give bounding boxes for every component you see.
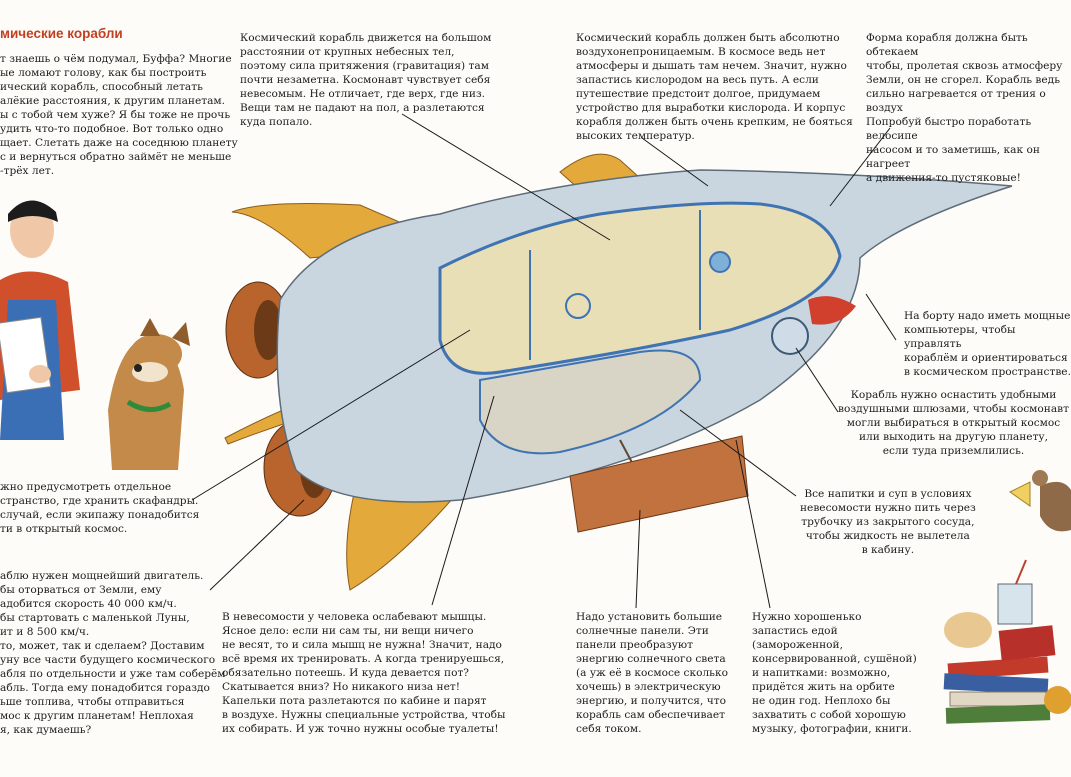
- muscles-text: В невесомости у человека ослабевают мышц…: [222, 611, 506, 735]
- intro-text: т знаешь о чём подумал, Буффа? Многие ые…: [0, 53, 238, 177]
- computers-text: На борту надо иметь мощные компьютеры, ч…: [904, 310, 1071, 378]
- solar-panels-text: Надо установить большие солнечные панели…: [576, 611, 728, 735]
- boy-figure: [0, 200, 80, 440]
- drinks-text: Все напитки и суп в условиях невесомости…: [800, 488, 976, 556]
- food-supplies-text: Нужно хорошенько запастись едой (заморож…: [752, 611, 917, 735]
- mouse-figure: [1009, 470, 1071, 532]
- engine-text: аблю нужен мощнейший двигатель. бы оторв…: [0, 570, 226, 736]
- spacesuit-storage-text: жно предусмотреть отдельное странство, г…: [0, 481, 200, 535]
- airlocks-text: Корабль нужно оснастить удобными воздушн…: [838, 389, 1069, 457]
- section-heading: мические корабли: [0, 26, 123, 41]
- airtight-hull-text: Космический корабль должен быть абсолютн…: [576, 32, 853, 142]
- rocket-interior: [438, 201, 856, 455]
- streamlined-shape-text: Форма корабля должна быть обтекаем чтобы…: [866, 32, 1063, 184]
- books-and-food: [943, 559, 1071, 724]
- dog-figure: [108, 318, 190, 470]
- weightless-motion-text: Космический корабль движется на большом …: [240, 32, 492, 128]
